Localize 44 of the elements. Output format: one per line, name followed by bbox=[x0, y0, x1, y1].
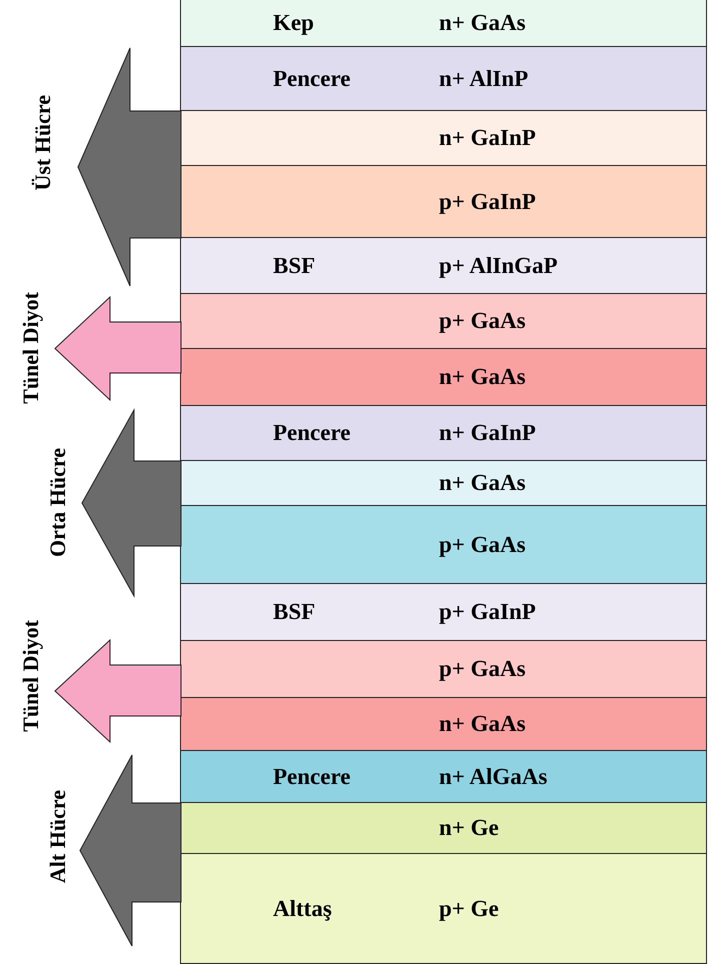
section-label: Tünel Diyot bbox=[18, 620, 44, 732]
layer-band bbox=[180, 237, 707, 294]
material-label: p+ GaInP bbox=[439, 599, 536, 625]
layer-band bbox=[180, 348, 707, 406]
layer-band bbox=[180, 405, 707, 461]
material-label: p+ Ge bbox=[439, 896, 499, 922]
material-label: n+ AlInP bbox=[439, 66, 528, 92]
material-label: p+ GaAs bbox=[439, 308, 526, 334]
material-label: n+ Ge bbox=[439, 815, 499, 841]
material-label: n+ GaAs bbox=[439, 10, 526, 36]
layer-band bbox=[180, 46, 707, 111]
layer-name: Alttaş bbox=[273, 896, 332, 922]
material-label: n+ GaInP bbox=[439, 420, 536, 446]
layer-name: Pencere bbox=[273, 764, 350, 790]
material-label: n+ GaInP bbox=[439, 125, 536, 151]
material-label: n+ GaAs bbox=[439, 470, 526, 496]
material-label: n+ GaAs bbox=[439, 711, 526, 737]
section-label: Alt Hücre bbox=[45, 790, 71, 884]
layer-band bbox=[180, 293, 707, 349]
layer-band bbox=[180, 802, 707, 854]
section-label: Üst Hücre bbox=[30, 95, 56, 191]
layer-name: BSF bbox=[273, 599, 316, 625]
layer-name: Pencere bbox=[273, 66, 350, 92]
material-label: n+ GaAs bbox=[439, 364, 526, 390]
material-label: p+ GaInP bbox=[439, 188, 536, 214]
layer-band bbox=[180, 583, 707, 641]
layer-name: Kep bbox=[273, 10, 314, 36]
material-label: p+ GaAs bbox=[439, 656, 526, 682]
material-label: p+ AlInGaP bbox=[439, 252, 558, 278]
layer-name: BSF bbox=[273, 252, 316, 278]
layer-band bbox=[180, 640, 707, 698]
material-label: p+ GaAs bbox=[439, 532, 526, 558]
material-label: n+ AlGaAs bbox=[439, 764, 548, 790]
layer-band bbox=[180, 505, 707, 584]
layer-band bbox=[180, 0, 707, 47]
layer-name: Pencere bbox=[273, 420, 350, 446]
section-label: Tünel Diyot bbox=[18, 292, 44, 404]
layer-band bbox=[180, 750, 707, 803]
layer-band bbox=[180, 697, 707, 751]
section-label: Orta Hücre bbox=[45, 448, 71, 557]
layer-band bbox=[180, 853, 707, 964]
layer-band bbox=[180, 460, 707, 506]
layer-band bbox=[180, 165, 707, 238]
layer-band bbox=[180, 110, 707, 166]
